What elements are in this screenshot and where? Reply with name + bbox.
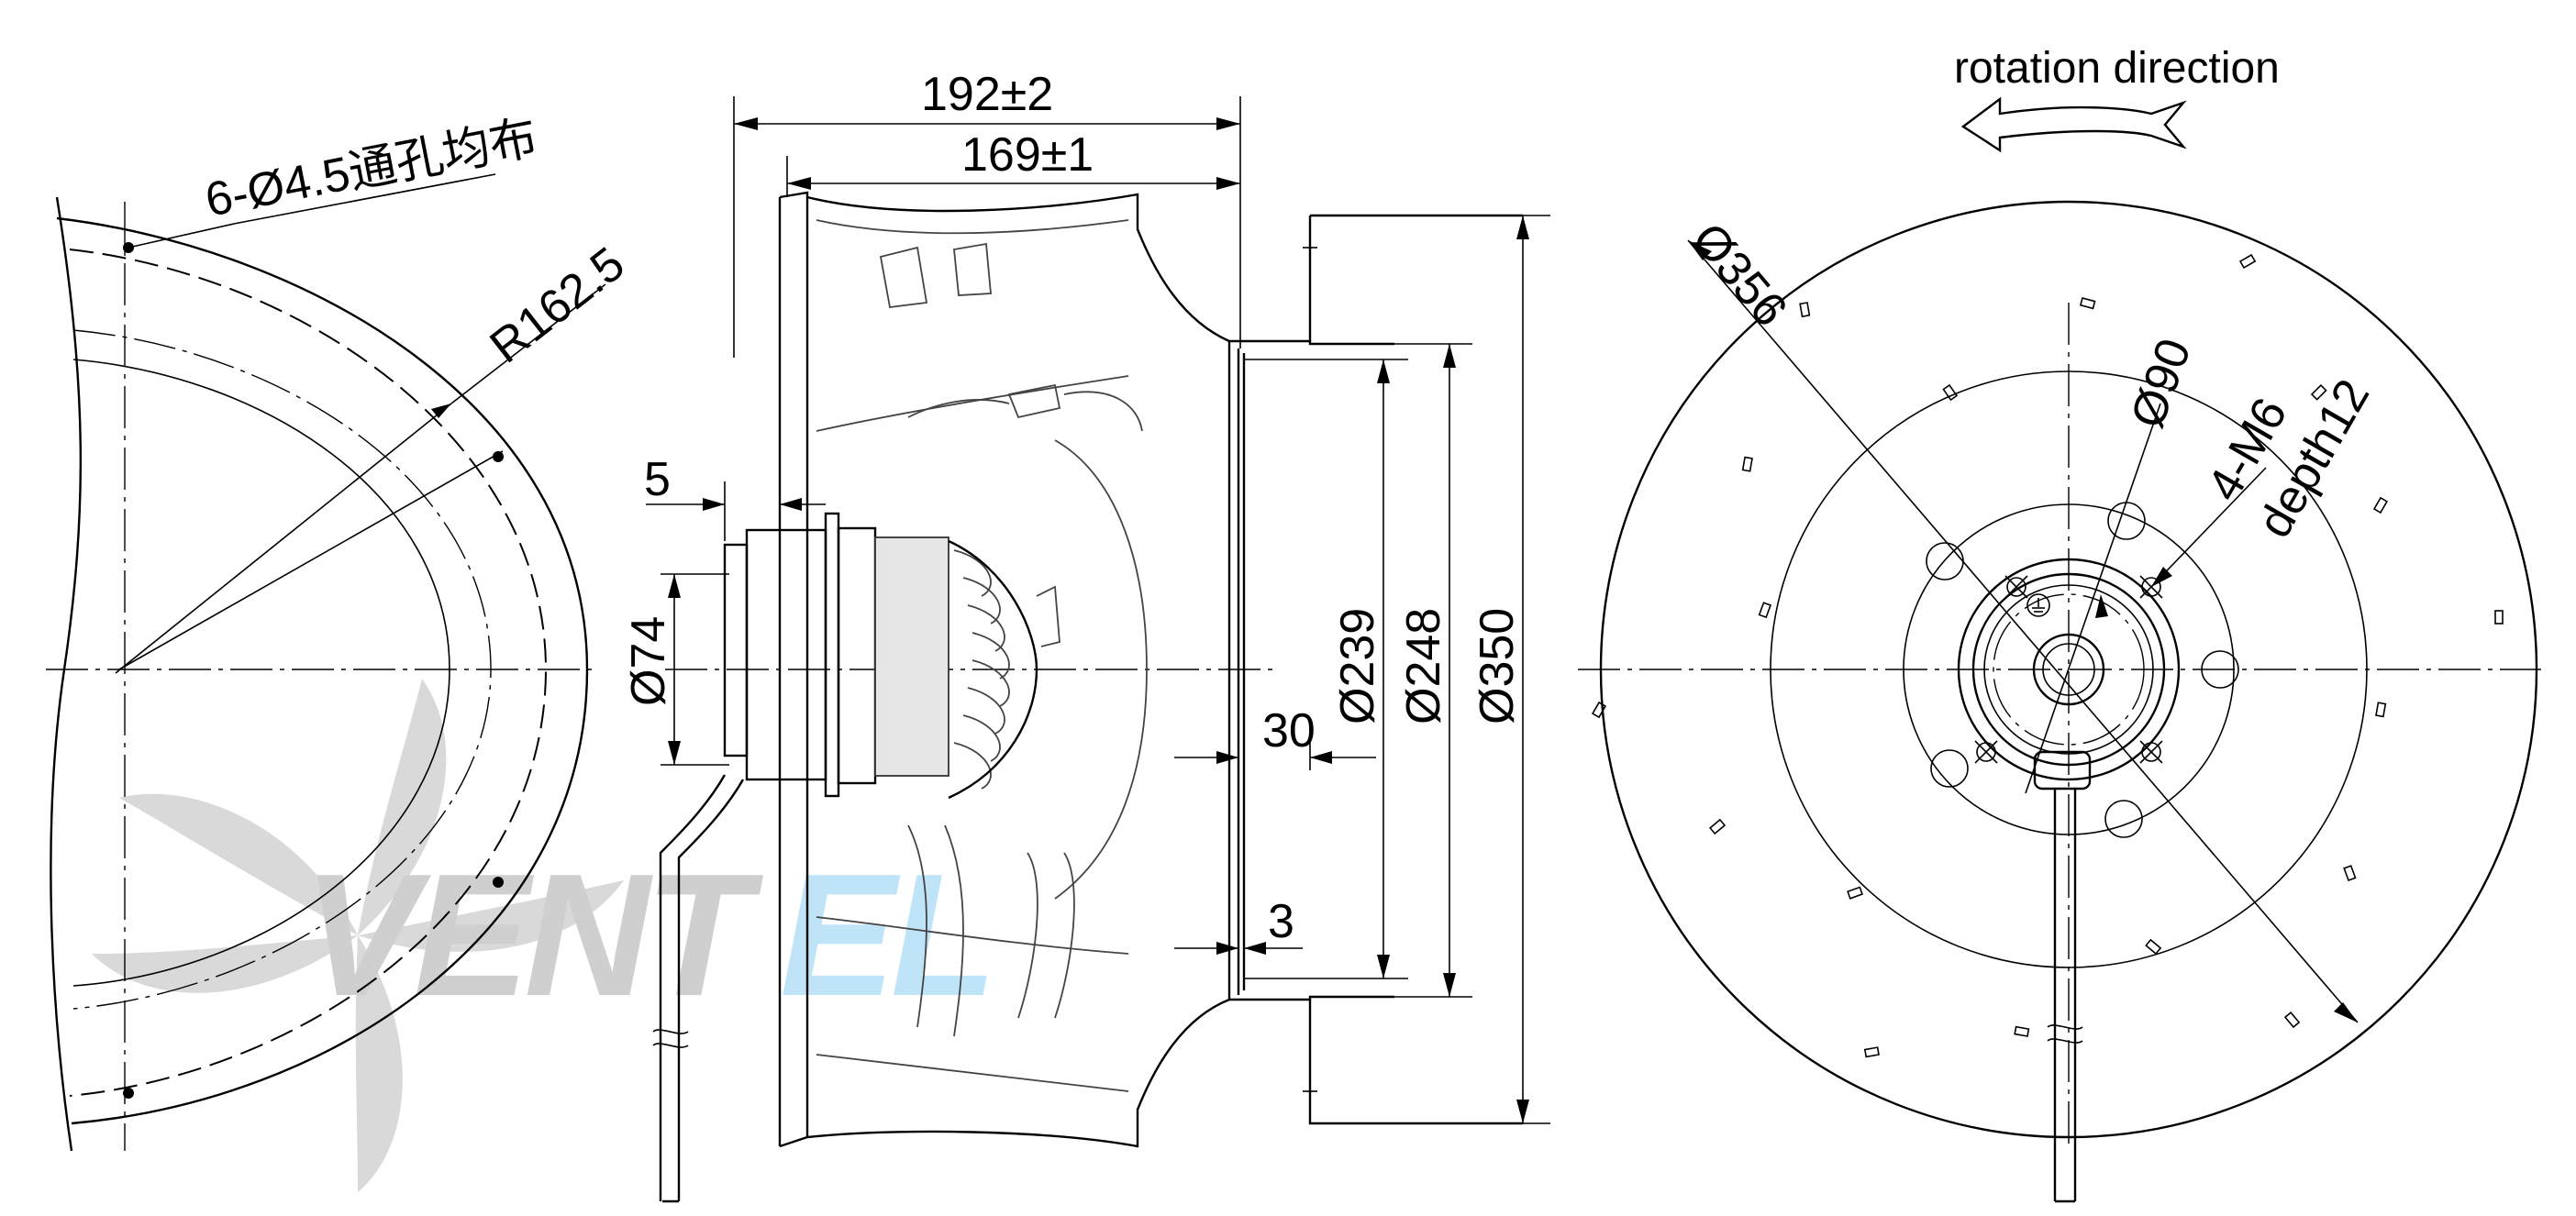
impeller-diameter-dim: Ø356: [1682, 213, 1797, 337]
mount-hole-icon: [123, 1088, 134, 1099]
bolt-hole-icon: [2004, 575, 2028, 599]
overall-length-dim: 192±2: [921, 68, 1053, 121]
radius-label: R162.5: [481, 238, 635, 374]
watermark-prefix: VENT: [303, 838, 764, 1033]
holes-label: 6-Ø4.5通孔均布: [201, 111, 541, 227]
mount-hole-icon: [493, 877, 504, 888]
inlet-lip-dim: 3: [1268, 895, 1294, 948]
bolt-hole-icon: [1974, 740, 1998, 764]
blade-slot-marks: [1591, 253, 2504, 1058]
fan-blade-watermark-icon: [92, 679, 624, 1192]
rotation-arrow-icon: [1960, 96, 2187, 153]
ventel-watermark: VENT EL: [92, 679, 997, 1192]
body-length-dim: 169±1: [961, 128, 1094, 182]
side-section-view: 192±2 169±1: [622, 68, 1550, 1203]
front-impeller-view: rotation direction: [1578, 44, 2541, 1203]
bolt-hole-icon: [2139, 740, 2163, 764]
rotation-label: rotation direction: [1954, 44, 2280, 93]
hub-diameter-dim: Ø74: [622, 616, 675, 706]
inlet-inner-diameter-dim: Ø239: [1331, 608, 1384, 724]
inlet-depth-dim: 30: [1262, 704, 1316, 757]
mount-hole-icon: [493, 451, 504, 462]
flange-offset-dim: 5: [644, 453, 671, 506]
housing-diameter-dim: Ø350: [1471, 608, 1524, 724]
inlet-diameter-dim: Ø248: [1397, 608, 1450, 724]
ground-symbol-icon: [2026, 593, 2050, 617]
motor-winding-icon: [948, 539, 1038, 800]
bolt-circle-dim: Ø90: [2121, 332, 2202, 435]
